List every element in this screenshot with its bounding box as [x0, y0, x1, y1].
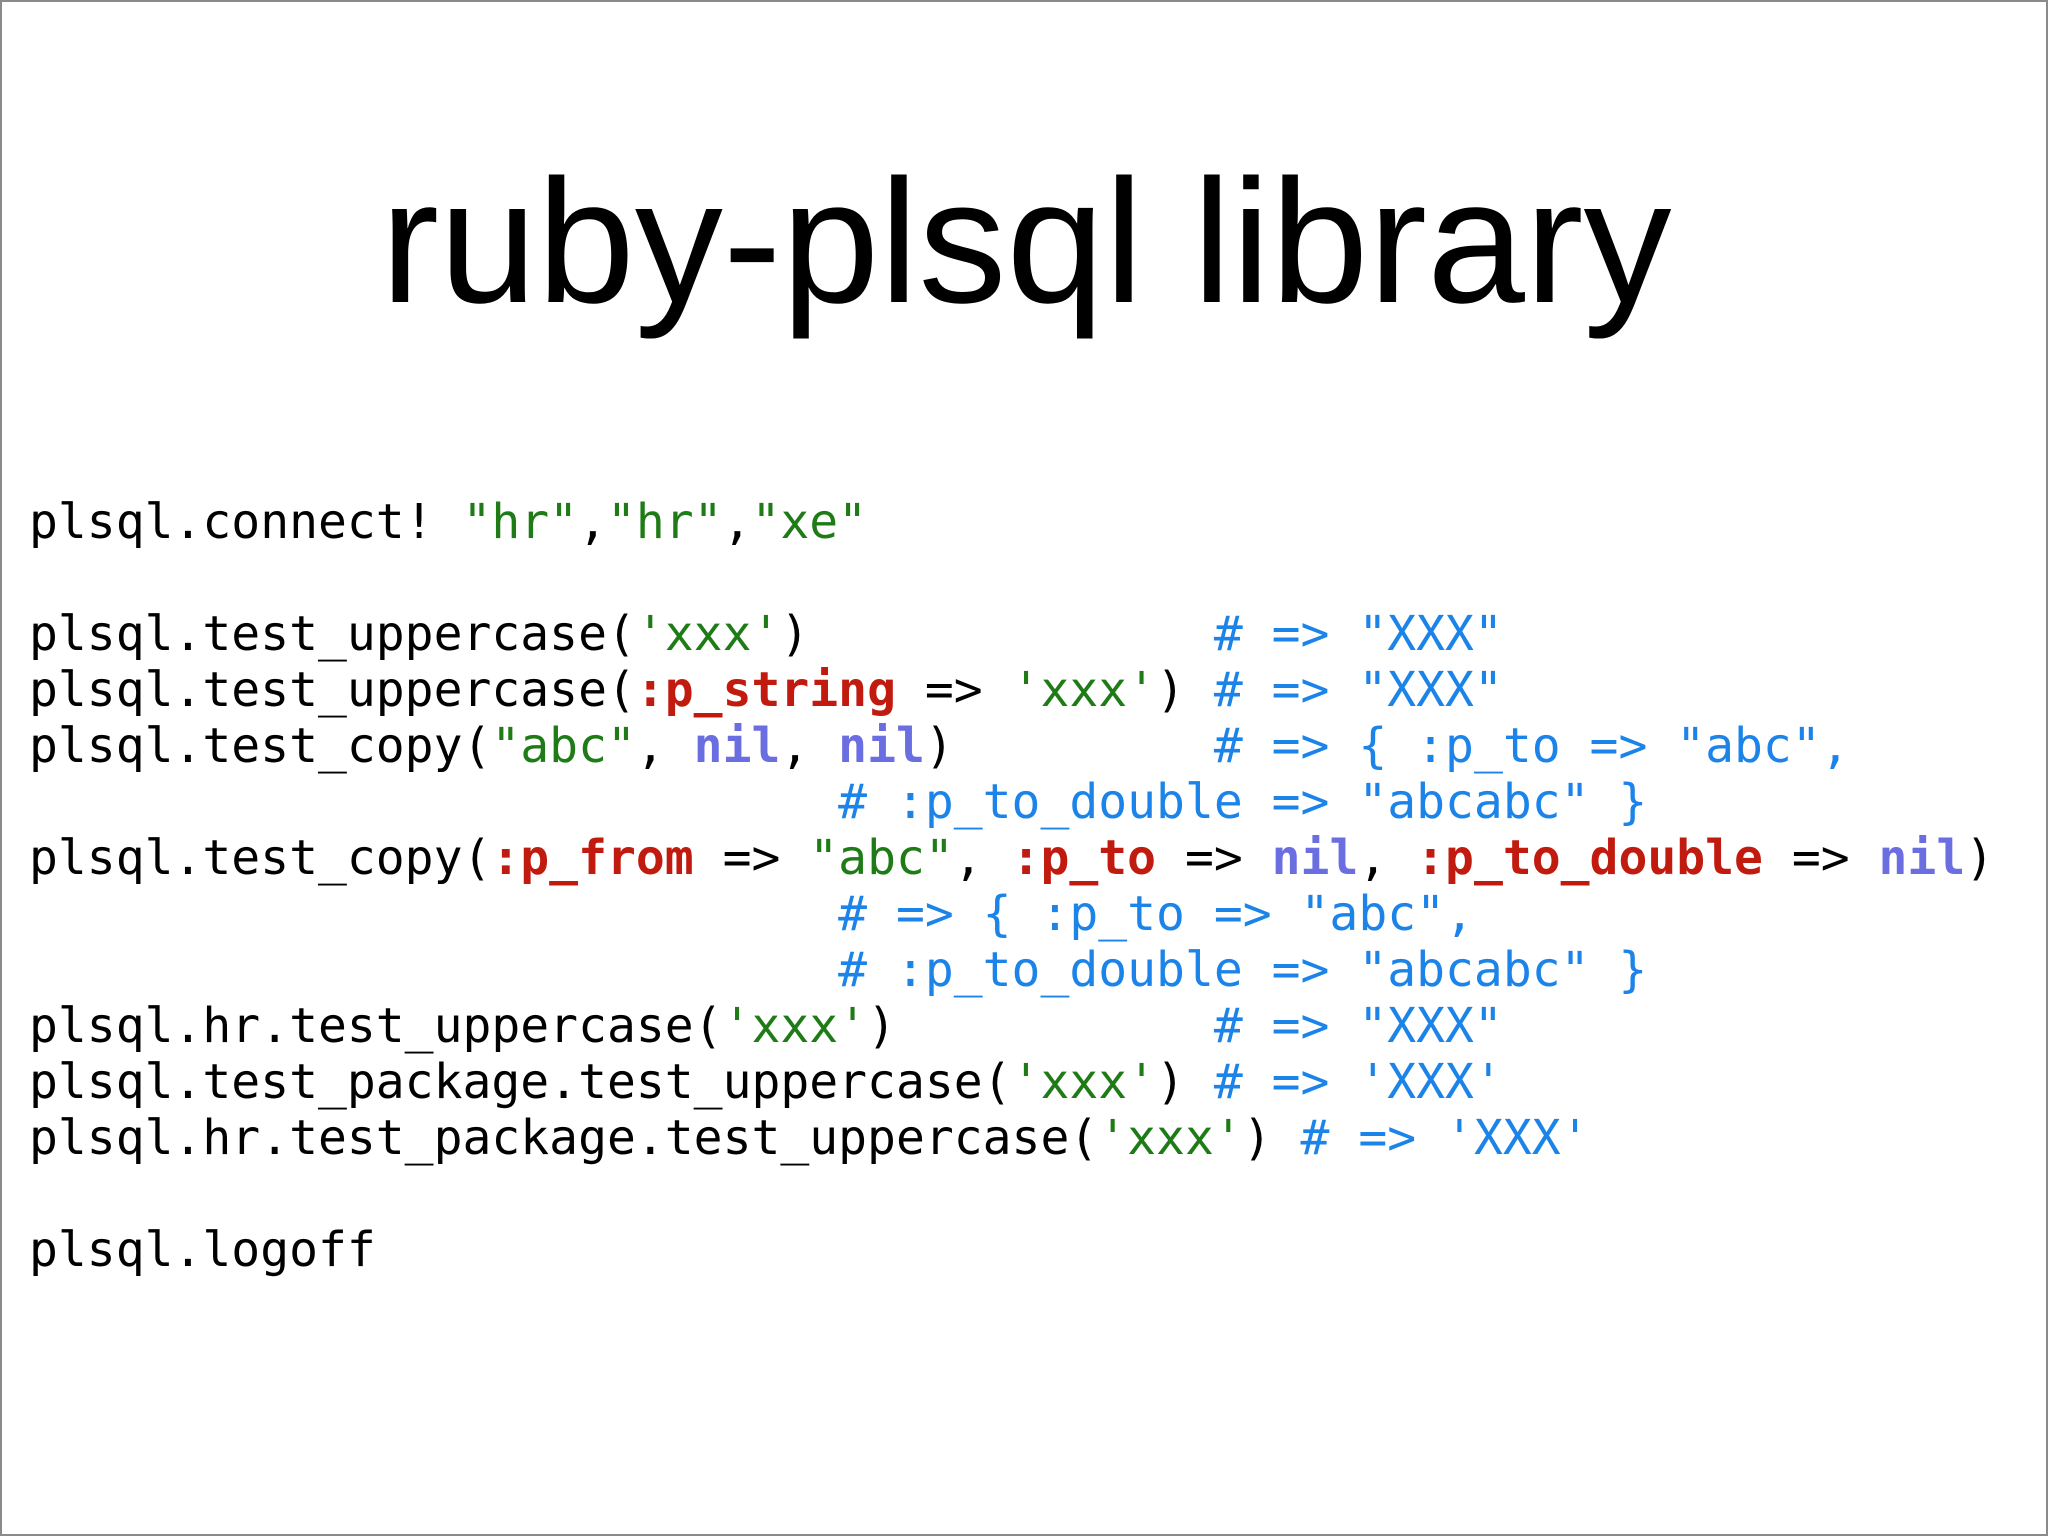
- string-literal: "xe": [751, 494, 868, 550]
- code-line: plsql.hr.test_uppercase('xxx') # => "XXX…: [29, 998, 1994, 1054]
- code-line: [29, 550, 1994, 606]
- string-literal: 'xxx': [1011, 1054, 1157, 1110]
- code-text: ): [924, 718, 1214, 774]
- code-text: plsql.test_uppercase(: [29, 606, 636, 662]
- code-text: [29, 886, 838, 942]
- code-text: [29, 774, 838, 830]
- nil-keyword: nil: [1271, 830, 1359, 886]
- code-comment: # => 'XXX': [1213, 1054, 1503, 1110]
- code-text: plsql.connect!: [29, 494, 463, 550]
- code-text: [29, 942, 838, 998]
- code-text: plsql.test_package.test_uppercase(: [29, 1054, 1012, 1110]
- string-literal: 'xxx': [1098, 1110, 1243, 1166]
- code-comment: # => "XXX": [1213, 662, 1503, 718]
- code-text: ): [1965, 830, 1995, 886]
- code-line: plsql.test_package.test_uppercase('xxx')…: [29, 1054, 1994, 1110]
- code-text: plsql.hr.test_uppercase(: [29, 998, 723, 1054]
- symbol-token: :p_to: [1011, 830, 1157, 886]
- code-text: plsql.logoff: [29, 1222, 376, 1278]
- code-text: plsql.hr.test_package.test_uppercase(: [29, 1110, 1099, 1166]
- code-comment: # => 'XXX': [1300, 1110, 1590, 1166]
- code-line: plsql.hr.test_package.test_uppercase('xx…: [29, 1110, 1994, 1166]
- code-text: =>: [693, 830, 810, 886]
- code-text: =>: [1156, 830, 1272, 886]
- code-line: plsql.test_uppercase(:p_string => 'xxx')…: [29, 662, 1994, 718]
- code-text: plsql.test_uppercase(: [29, 662, 636, 718]
- code-line: plsql.test_copy("abc", nil, nil) # => { …: [29, 718, 1994, 774]
- code-comment: # => "XXX": [1213, 606, 1503, 662]
- code-line: [29, 1166, 1994, 1222]
- string-literal: "hr": [606, 494, 723, 550]
- code-comment: # :p_to_double => "abcabc" }: [838, 774, 1648, 830]
- string-literal: 'xxx': [635, 606, 781, 662]
- code-line: # => { :p_to => "abc",: [29, 886, 1994, 942]
- string-literal: 'xxx': [722, 998, 868, 1054]
- code-text: ,: [722, 494, 752, 550]
- nil-keyword: nil: [1878, 830, 1966, 886]
- code-text: ): [867, 998, 1214, 1054]
- code-text: ): [1156, 1054, 1214, 1110]
- symbol-token: :p_from: [491, 830, 694, 886]
- code-text: plsql.test_copy(: [29, 830, 492, 886]
- code-line: # :p_to_double => "abcabc" }: [29, 774, 1994, 830]
- code-block: plsql.connect! "hr","hr","xe"plsql.test_…: [29, 494, 1994, 1278]
- string-literal: "hr": [462, 494, 579, 550]
- code-text: ,: [1358, 830, 1417, 886]
- code-line: plsql.logoff: [29, 1222, 1994, 1278]
- nil-keyword: nil: [693, 718, 781, 774]
- string-literal: 'xxx': [1011, 662, 1157, 718]
- slide-title: ruby-plsql library: [380, 144, 1672, 340]
- code-text: ,: [635, 718, 694, 774]
- code-line: plsql.connect! "hr","hr","xe": [29, 494, 1994, 550]
- code-text: ,: [578, 494, 607, 550]
- code-comment: # => { :p_to => "abc",: [1213, 718, 1850, 774]
- code-line: plsql.test_copy(:p_from => "abc", :p_to …: [29, 830, 1994, 886]
- code-text: =>: [1762, 830, 1879, 886]
- code-text: ): [1156, 662, 1214, 718]
- code-text: =>: [895, 662, 1012, 718]
- string-literal: "abc": [491, 718, 636, 774]
- symbol-token: :p_to_double: [1416, 830, 1763, 886]
- code-text: ,: [953, 830, 1012, 886]
- code-comment: # => { :p_to => "abc",: [838, 886, 1474, 942]
- code-text: ,: [780, 718, 839, 774]
- string-literal: "abc": [809, 830, 954, 886]
- nil-keyword: nil: [838, 718, 925, 774]
- code-line: # :p_to_double => "abcabc" }: [29, 942, 1994, 998]
- symbol-token: :p_string: [635, 662, 896, 718]
- code-text: ): [1242, 1110, 1301, 1166]
- code-text: ): [780, 606, 1214, 662]
- code-comment: # :p_to_double => "abcabc" }: [838, 942, 1648, 998]
- code-text: plsql.test_copy(: [29, 718, 492, 774]
- code-comment: # => "XXX": [1213, 998, 1503, 1054]
- code-line: plsql.test_uppercase('xxx') # => "XXX": [29, 606, 1994, 662]
